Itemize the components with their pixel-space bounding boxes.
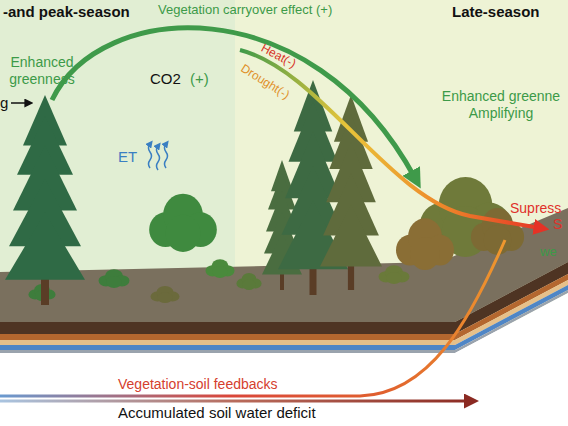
annotation-label: ET	[118, 148, 137, 166]
et-wave	[165, 144, 168, 168]
annotation-label: Enhanced greenness	[0, 54, 84, 88]
season-title: Late-season	[452, 3, 540, 20]
annotation-label: we	[540, 244, 557, 260]
bush	[149, 194, 217, 252]
warming-arrow	[11, 102, 28, 104]
annotation-label: Enhanced greenne Amplifying	[440, 88, 562, 122]
ground-shrub	[151, 286, 180, 303]
carryover-arrow	[52, 28, 415, 178]
et-wave	[149, 144, 152, 168]
bush	[396, 218, 454, 270]
annotation-label: Supress	[510, 200, 561, 217]
conifer-tree	[320, 95, 382, 290]
season-title: -and peak-season	[3, 3, 130, 20]
deficit-arrow	[0, 400, 470, 403]
et-wave	[157, 146, 160, 170]
annotation-label: CO2	[150, 70, 181, 88]
ground-shrub	[99, 269, 130, 288]
ground-shrub	[236, 273, 261, 290]
annotation-label: (+)	[190, 70, 209, 88]
feedback-curve	[0, 240, 505, 396]
stress-arrow	[240, 50, 540, 228]
blank-area	[0, 293, 568, 426]
ground-shrub	[379, 265, 410, 284]
conifer-tree	[5, 95, 85, 305]
annotation-label: Vegetation-soil feedbacks	[118, 376, 278, 393]
ground-shrub	[206, 259, 235, 278]
annotation-label: Heat(-)	[259, 41, 299, 71]
annotation-label: g	[0, 94, 8, 112]
annotation-label: S	[553, 216, 562, 233]
annotation-label: Accumulated soil water deficit	[118, 404, 316, 422]
annotation-label: Vegetation carryover effect (+)	[158, 2, 332, 18]
